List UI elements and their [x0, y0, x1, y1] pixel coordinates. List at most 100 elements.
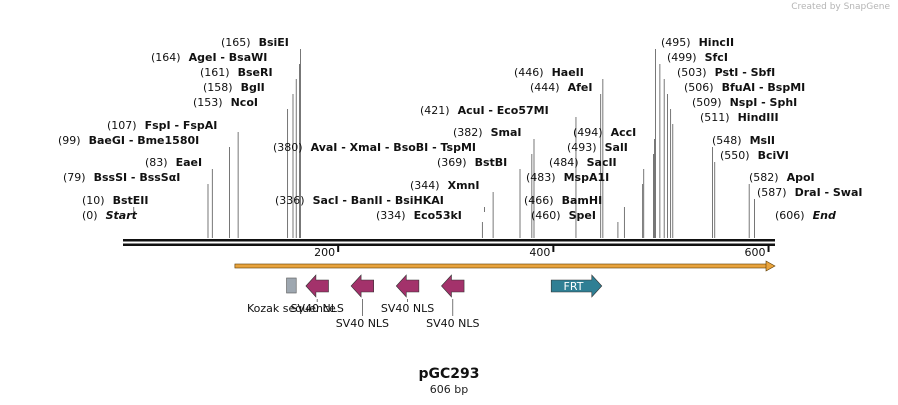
feature-label: SV40 NLS	[381, 302, 434, 315]
enzyme-name: DraI - SwaI	[795, 186, 863, 199]
enzyme-position: (444)	[530, 81, 560, 94]
feature-label: SV40 NLS	[336, 317, 389, 330]
enzyme-name: BstEII	[113, 194, 149, 207]
ruler-tick-label: 200	[314, 246, 335, 259]
enzyme-name: SalI	[605, 141, 628, 154]
enzyme-name: BaeGI - Bme1580I	[89, 134, 200, 147]
kozak-box	[286, 277, 297, 294]
ruler-tick-label: 400	[529, 246, 550, 259]
enzyme-site-label: (511) HindIII	[700, 111, 779, 124]
orf-arrowhead	[765, 260, 776, 272]
enzyme-name: SacI - BanII - BsiHKAI	[313, 194, 444, 207]
enzyme-name: SpeI	[569, 209, 596, 222]
enzyme-name: End	[813, 209, 836, 222]
enzyme-name: BseRI	[238, 66, 273, 79]
enzyme-site-label: (460) SpeI	[531, 209, 596, 222]
enzyme-position: (107)	[107, 119, 137, 132]
enzyme-position: (493)	[567, 141, 597, 154]
enzyme-site-label: (499)SfcI	[667, 51, 728, 64]
enzyme-position: (484)	[549, 156, 579, 169]
enzyme-position: (606)	[775, 209, 805, 222]
enzyme-position: (483)	[526, 171, 556, 184]
enzyme-site-label: (421)AcuI - Eco57MI	[420, 104, 549, 117]
enzyme-name: AfeI	[568, 81, 593, 94]
enzyme-name: XmnI	[448, 179, 480, 192]
enzyme-name: BsiEI	[259, 36, 289, 49]
enzyme-position: (550)	[720, 149, 750, 162]
enzyme-name: HaeII	[552, 66, 584, 79]
enzyme-name: MspA1I	[564, 171, 610, 184]
enzyme-position: (495)	[661, 36, 691, 49]
enzyme-position: (494)	[573, 126, 603, 139]
enzyme-site-label: (153)NcoI	[193, 96, 258, 109]
enzyme-position: (83)	[145, 156, 168, 169]
backbone-line-top	[123, 239, 775, 242]
enzyme-name: ApoI	[787, 171, 815, 184]
enzyme-site-label: (0)Start	[82, 209, 138, 222]
feature-label: SV40 NLS	[291, 302, 344, 315]
enzyme-site-label: (161) BseRI	[200, 66, 273, 79]
enzyme-position: (511)	[700, 111, 730, 124]
plasmid-size: 606 bp	[429, 383, 469, 396]
enzyme-position: (506)	[684, 81, 714, 94]
feature-label: Kozak sequence	[247, 302, 336, 315]
sv40-nls-arrow	[395, 274, 420, 298]
enzyme-position: (369)	[437, 156, 467, 169]
enzyme-position: (499)	[667, 51, 697, 64]
enzyme-position: (158)	[203, 81, 233, 94]
enzyme-site-label: (493) SalI	[567, 141, 628, 154]
enzyme-name: MslI	[750, 134, 775, 147]
sv40-nls-arrow	[350, 274, 374, 298]
sequence-ruler: 200 400 600	[314, 246, 770, 259]
enzyme-site-label: (550) BciVI	[720, 149, 789, 162]
enzyme-position: (0)	[82, 209, 98, 222]
enzyme-site-label: (548)MslI	[712, 134, 775, 147]
enzyme-name: AgeI - BsaWI	[189, 51, 268, 64]
enzyme-position: (344)	[410, 179, 440, 192]
enzyme-site-label: (466)BamHI	[524, 194, 602, 207]
enzyme-name: AccI	[611, 126, 637, 139]
enzyme-position: (161)	[200, 66, 230, 79]
enzyme-position: (460)	[531, 209, 561, 222]
ruler-tick-label: 600	[745, 246, 766, 259]
enzyme-site-label: (83)EaeI	[145, 156, 202, 169]
enzyme-position: (153)	[193, 96, 223, 109]
enzyme-position: (334)	[376, 209, 406, 222]
enzyme-name: SmaI	[491, 126, 522, 139]
frt-arrow	[550, 274, 603, 298]
enzyme-name: BciVI	[758, 149, 789, 162]
enzyme-position: (164)	[151, 51, 181, 64]
plasmid-name: pGC293	[418, 366, 480, 382]
enzyme-leader-lines	[133, 49, 755, 238]
enzyme-site-label: (587)DraI - SwaI	[757, 186, 863, 199]
enzyme-site-label: (606) End	[775, 209, 836, 222]
snapgene-watermark: Created by SnapGene	[791, 2, 890, 12]
enzyme-site-label: (509)NspI - SphI	[692, 96, 797, 109]
enzyme-site-label: (484) SacII	[549, 156, 617, 169]
enzyme-site-label: (495)HincII	[661, 36, 734, 49]
enzyme-name: BfuAI - BspMI	[722, 81, 806, 94]
enzyme-site-label: (164) AgeI - BsaWI	[151, 51, 267, 64]
enzyme-site-label: (369)BstBI	[437, 156, 507, 169]
enzyme-name: HindIII	[738, 111, 779, 124]
enzyme-name: AvaI - XmaI - BsoBI - TspMI	[311, 141, 476, 154]
enzyme-site-label: (446)HaeII	[514, 66, 584, 79]
enzyme-site-label: (503)PstI - SbfI	[677, 66, 775, 79]
enzyme-position: (509)	[692, 96, 722, 109]
enzyme-position: (380)	[273, 141, 303, 154]
enzyme-position: (79)	[63, 171, 86, 184]
enzyme-site-label: (506) BfuAI - BspMI	[684, 81, 805, 94]
enzyme-site-label: (334) Eco53kI	[376, 209, 462, 222]
enzyme-position: (466)	[524, 194, 554, 207]
enzyme-site-label: (99)BaeGI - Bme1580I	[58, 134, 199, 147]
enzyme-position: (336)	[275, 194, 305, 207]
enzyme-site-label: (10)BstEII	[82, 194, 148, 207]
backbone-line-bottom	[123, 243, 775, 246]
enzyme-name: BssSI - BssSαI	[94, 171, 181, 184]
enzyme-name: Eco53kI	[414, 209, 462, 222]
enzyme-name: SacII	[587, 156, 617, 169]
sv40-nls-arrow	[305, 274, 329, 298]
orf-bar	[234, 263, 768, 269]
